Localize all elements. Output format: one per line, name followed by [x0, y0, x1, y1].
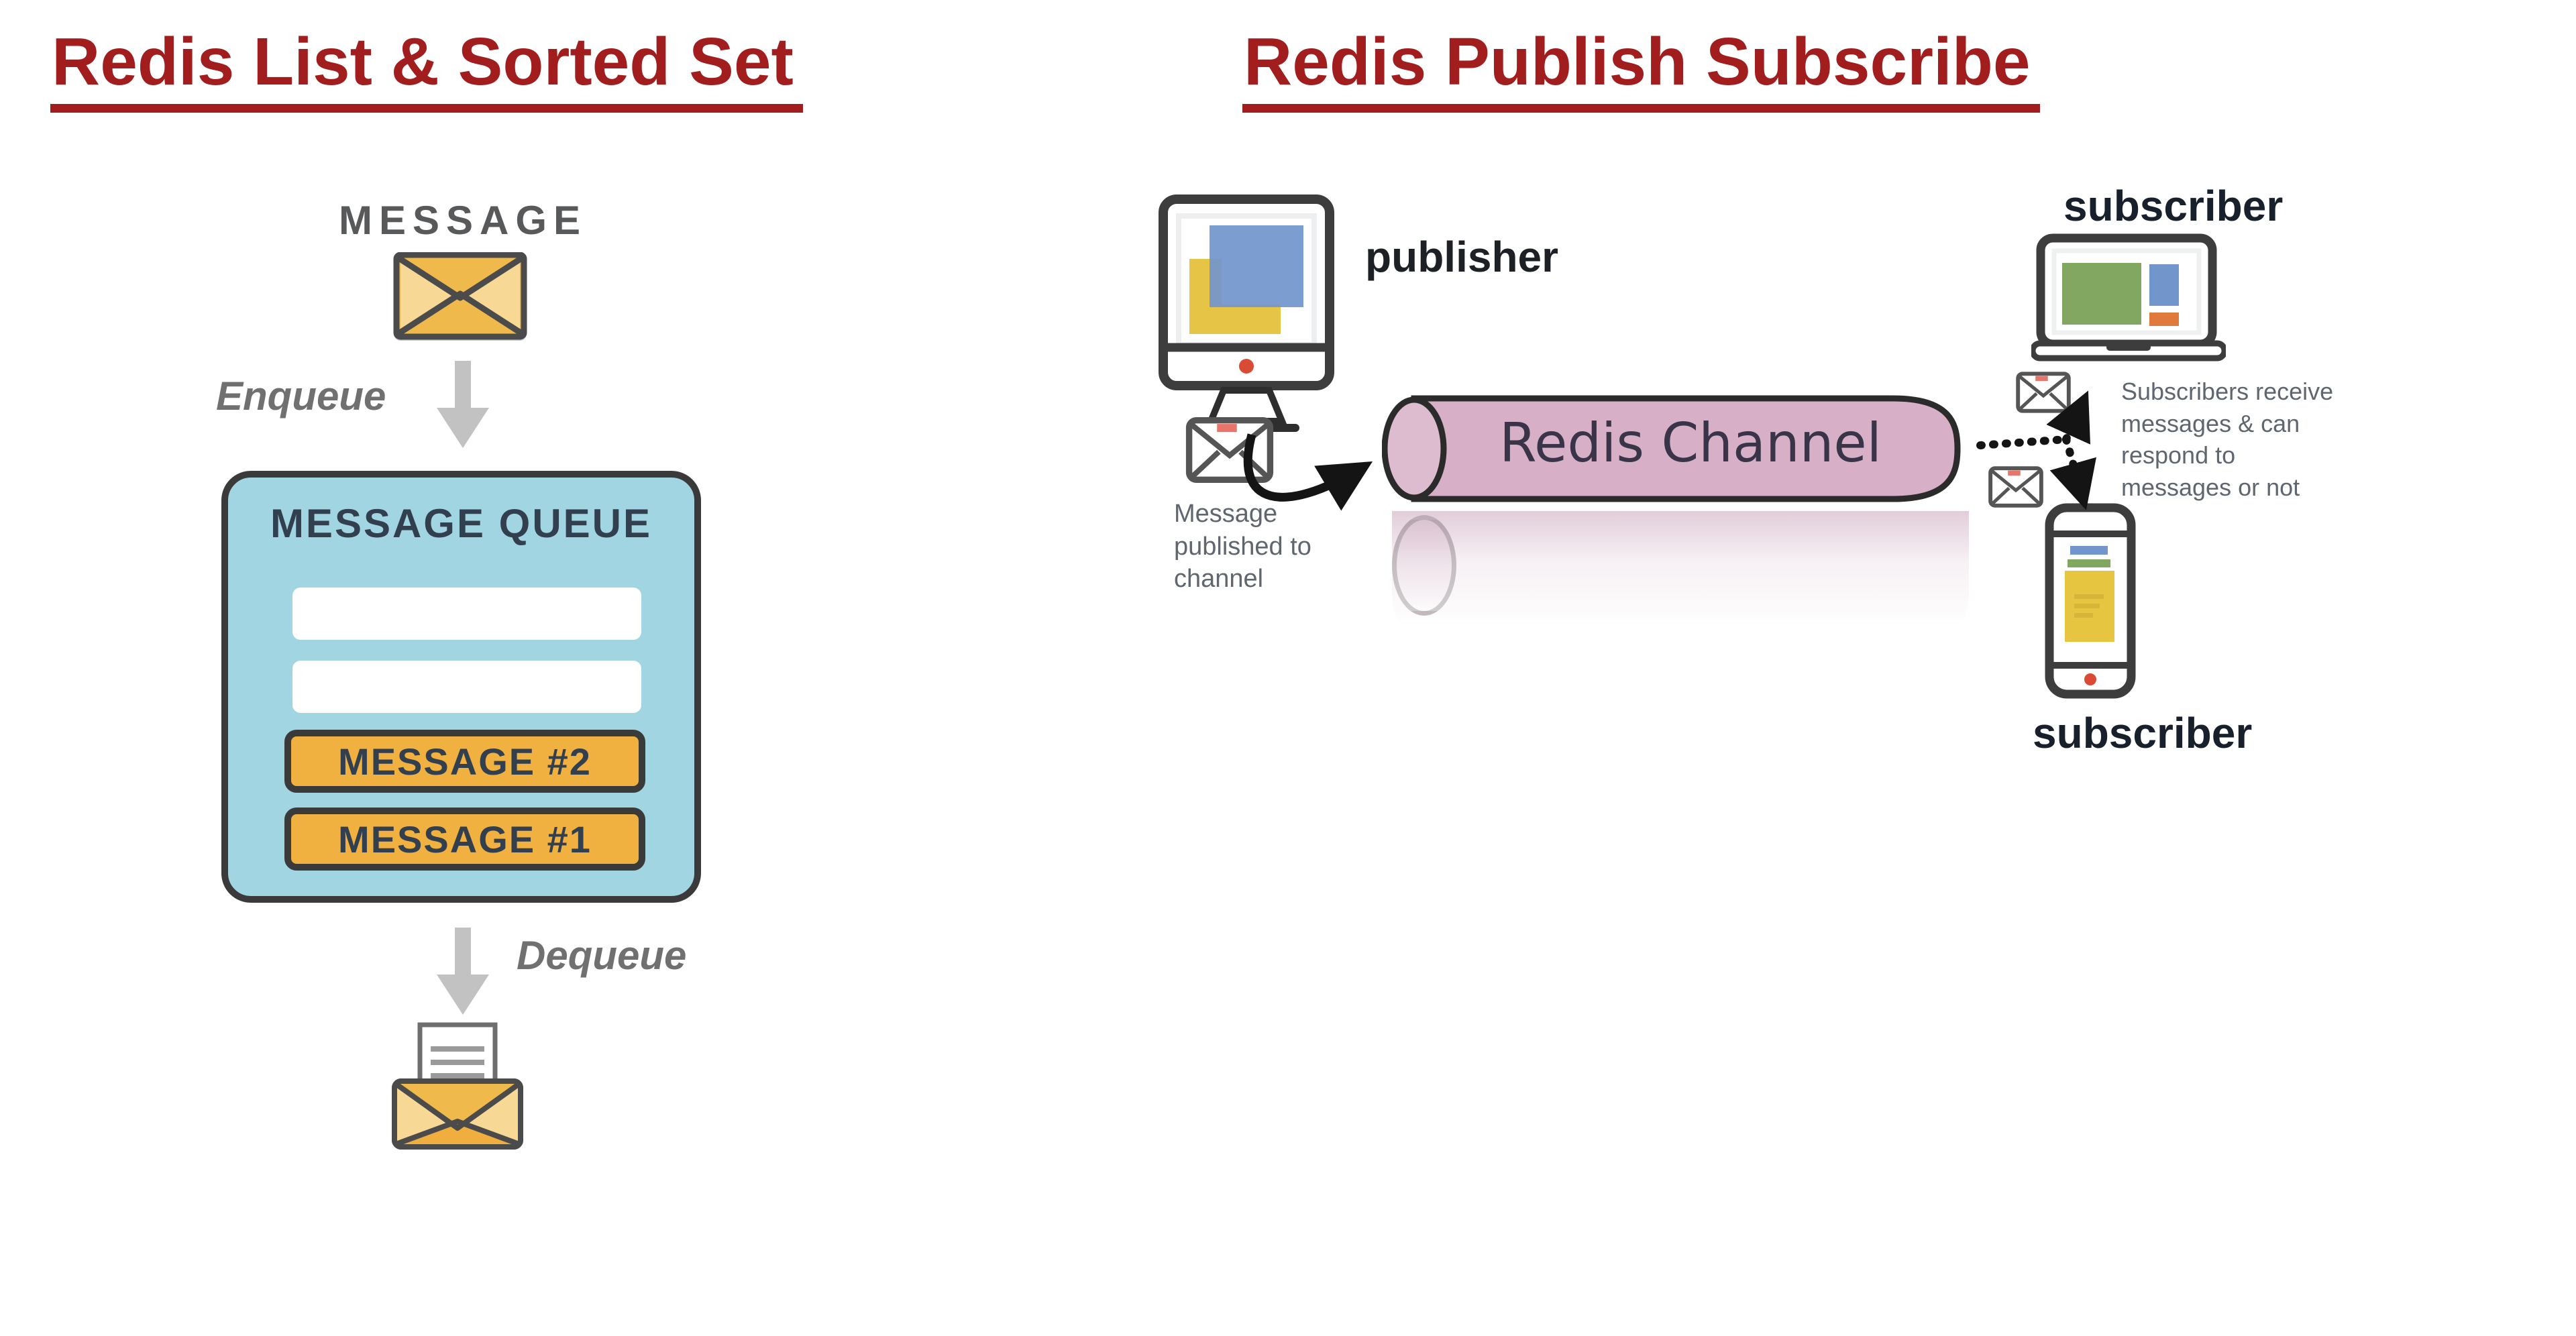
queue-empty-slot: [292, 588, 641, 640]
queue-item-message-1: MESSAGE #1: [284, 808, 645, 871]
right-title: Redis Publish Subscribe: [1242, 27, 2040, 113]
subscribers-note: Subscribers receive messages & can respo…: [2121, 378, 2334, 501]
dequeue-down-arrow-icon: [437, 928, 489, 1015]
enqueue-down-arrow-icon: [437, 361, 489, 448]
published-note: Message published to channel: [1174, 500, 1311, 594]
publisher-desktop-icon: [1159, 194, 1334, 432]
subscriber-envelope-icon: [1988, 466, 2043, 508]
left-title: Redis List & Sorted Set: [50, 27, 803, 113]
subscriber-top-label: subscriber: [2063, 182, 2284, 230]
dotted-line-main: [1976, 435, 2070, 449]
subscriber-envelope-icon: [2016, 372, 2071, 413]
dotted-arrow-to-phone: [2049, 435, 2096, 510]
queue-item-message-2: MESSAGE #2: [284, 730, 645, 793]
queue-empty-slot: [292, 661, 641, 713]
dequeue-label: Dequeue: [517, 933, 687, 978]
enqueue-label: Enqueue: [216, 374, 386, 419]
open-envelope-icon: [392, 1022, 523, 1150]
closed-envelope-icon: [393, 252, 527, 341]
channel-label: Redis Channel: [1499, 412, 1882, 474]
subscriber-bottom-label: subscriber: [2033, 709, 2253, 757]
message-label: MESSAGE: [338, 198, 588, 243]
message-queue-box: MESSAGE QUEUE MESSAGE #2 MESSAGE #1: [221, 471, 701, 903]
cylinder-reflection: [1392, 511, 1969, 655]
queue-title: MESSAGE QUEUE: [270, 501, 653, 546]
redis-channel-cylinder: [1382, 395, 1961, 502]
published-message-envelope-icon: [1185, 417, 1274, 483]
subscriber-laptop-icon: [2031, 233, 2226, 361]
publisher-label: publisher: [1365, 233, 1559, 281]
cylinder-reflection-ellipse: [1392, 515, 1456, 616]
subscriber-phone-icon: [2045, 503, 2136, 699]
